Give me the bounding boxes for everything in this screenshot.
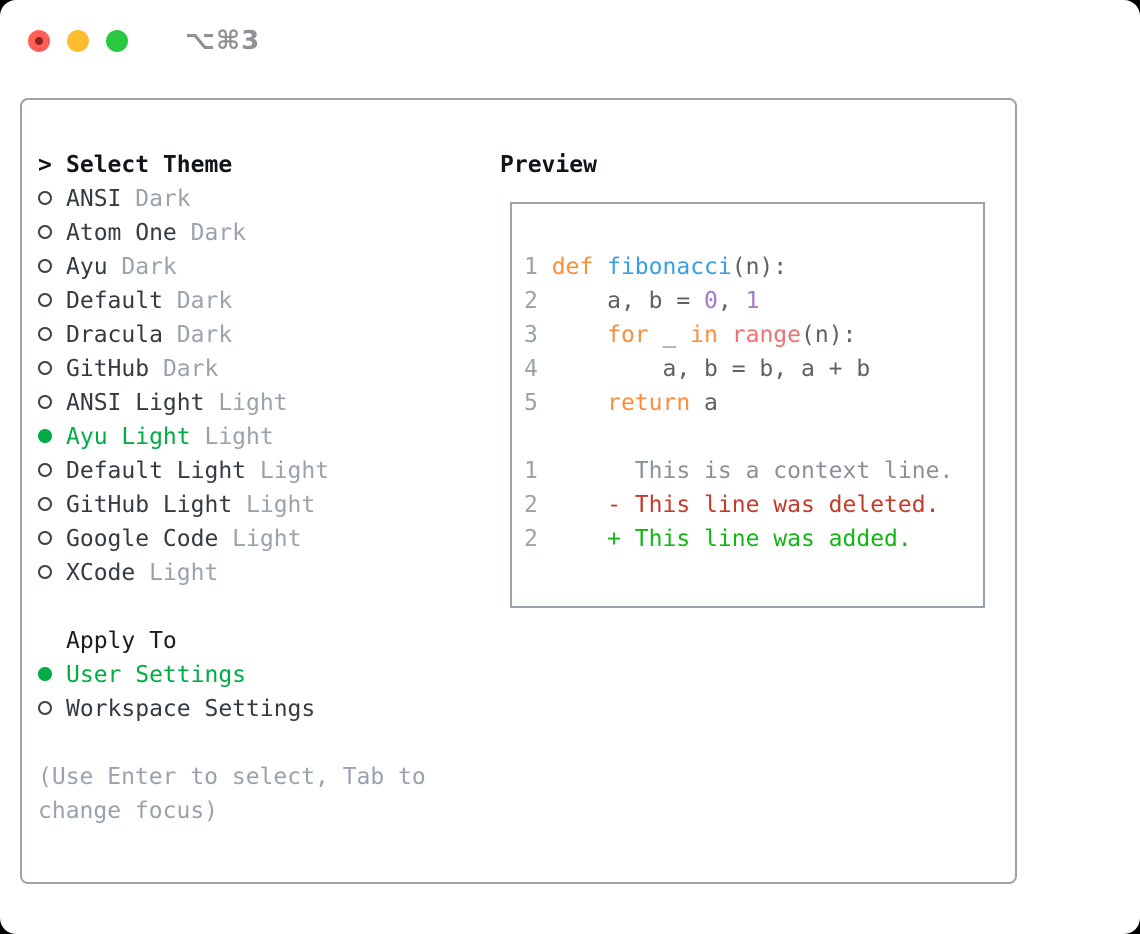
minimize-button[interactable] [67,30,89,52]
radio-selected-icon [38,420,66,454]
radio-unselected-icon [38,692,66,726]
help-text-line-1: (Use Enter to select, Tab to [38,764,426,790]
apply-option-workspace-settings[interactable]: Workspace Settings [38,692,426,726]
zoom-button[interactable] [106,30,128,52]
radio-unselected-icon [38,182,66,216]
theme-variant: Light [246,458,330,484]
theme-name: Ayu Light [66,424,191,450]
theme-variant: Dark [121,186,191,212]
theme-name: Ayu [66,254,108,280]
theme-variant: Dark [149,356,219,382]
theme-option-github[interactable]: GitHub Dark [38,352,426,386]
theme-name: XCode [66,560,136,586]
code-line: 4 a, b = b, a + b [524,356,871,382]
code-line: 2 a, b = 0, 1 [524,288,760,314]
theme-name: Google Code [66,526,219,552]
theme-variant: Dark [176,220,247,246]
theme-name: ANSI [66,186,122,212]
select-theme-header: > Select Theme [38,148,426,182]
radio-unselected-icon [38,454,66,488]
theme-option-atom-one[interactable]: Atom One Dark [38,216,426,250]
radio-unselected-icon [38,284,66,318]
theme-option-default[interactable]: Default Dark [38,284,426,318]
radio-unselected-icon [38,318,66,352]
radio-unselected-icon [38,216,66,250]
theme-option-dracula[interactable]: Dracula Dark [38,318,426,352]
titlebar: ⌥⌘3 [28,26,260,56]
theme-option-ansi-light[interactable]: ANSI Light Light [38,386,426,420]
preview-title: Preview [500,152,597,178]
code-line: 1 This is a context line. [524,458,954,484]
select-theme-title: Select Theme [66,152,233,178]
close-button[interactable] [28,30,50,52]
theme-name: GitHub Light [66,492,233,518]
apply-option-label: Workspace Settings [66,696,316,722]
focus-caret-icon: > [38,152,52,178]
theme-name: Dracula [66,322,163,348]
apply-option-user-settings[interactable]: User Settings [38,658,426,692]
theme-name: ANSI Light [66,390,205,416]
spacer [38,590,426,624]
theme-option-ayu[interactable]: Ayu Dark [38,250,426,284]
radio-unselected-icon [38,556,66,590]
theme-option-ansi[interactable]: ANSI Dark [38,182,426,216]
theme-option-ayu-light[interactable]: Ayu Light Light [38,420,426,454]
theme-option-google-code[interactable]: Google Code Light [38,522,426,556]
theme-variant: Light [135,560,219,586]
theme-variant: Light [204,390,288,416]
code-line: 1 def fibonacci(n): [524,254,788,280]
radio-selected-icon [38,658,66,692]
code-blank-line [524,420,983,454]
theme-option-github-light[interactable]: GitHub Light Light [38,488,426,522]
theme-option-default-light[interactable]: Default Light Light [38,454,426,488]
code-line: 2 - This line was deleted. [524,492,940,518]
theme-variant: Dark [107,254,177,280]
unsaved-indicator-dot [35,37,43,45]
apply-option-label: User Settings [66,662,247,688]
preview-box: 1 def fibonacci(n): 2 a, b = 0, 1 3 for _ … [510,202,985,608]
help-text-line-2: change focus) [38,798,219,824]
radio-unselected-icon [38,522,66,556]
theme-name: GitHub [66,356,150,382]
window-title: ⌥⌘3 [185,26,261,56]
radio-unselected-icon [38,488,66,522]
theme-variant: Light [232,492,316,518]
code-line: 2 + This line was added. [524,526,912,552]
theme-variant: Dark [162,288,233,314]
theme-name: Atom One [66,220,177,246]
theme-variant: Light [218,526,302,552]
theme-option-xcode[interactable]: XCode Light [38,556,426,590]
apply-to-header: Apply To [66,628,177,654]
code-line: 5 return a [524,390,718,416]
code-line: 3 for _ in range(n): [524,322,857,348]
theme-name: Default Light [66,458,247,484]
theme-variant: Light [190,424,274,450]
preview-code: 1 def fibonacci(n): 2 a, b = 0, 1 3 for _ … [524,250,983,556]
spacer [38,726,426,760]
theme-variant: Dark [162,322,233,348]
radio-unselected-icon [38,386,66,420]
radio-unselected-icon [38,250,66,284]
radio-unselected-icon [38,352,66,386]
theme-name: Default [66,288,163,314]
